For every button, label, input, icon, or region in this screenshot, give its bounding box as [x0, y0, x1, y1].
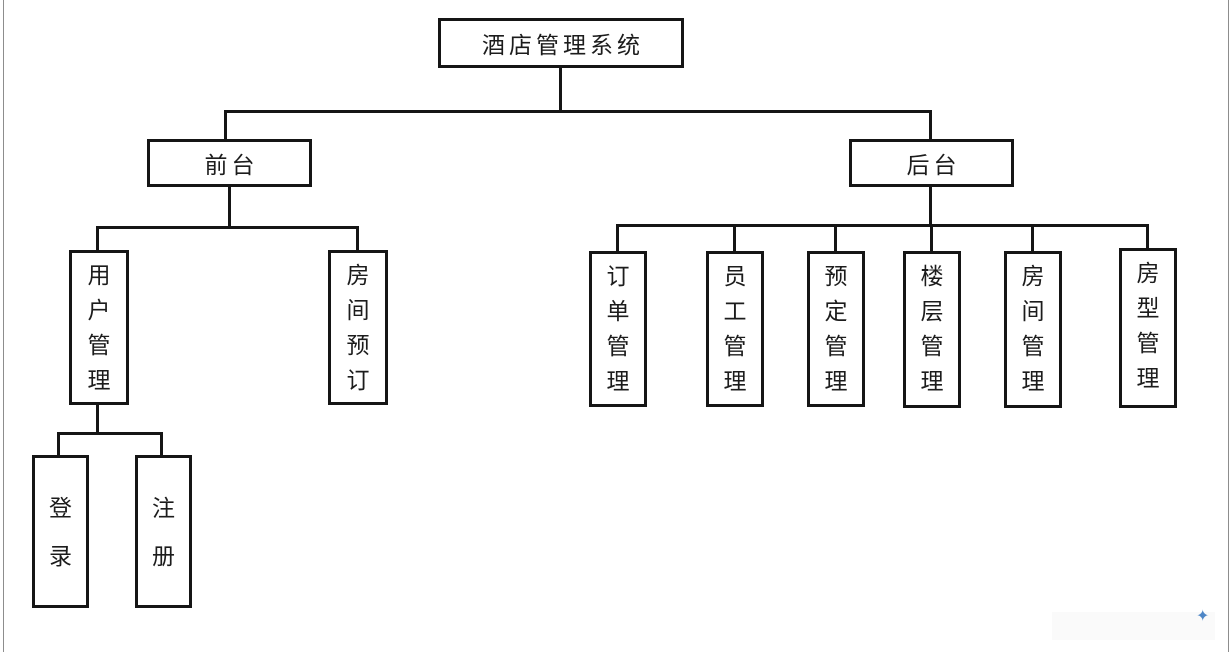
node-root-hotel-management-system: 酒店管理系统	[438, 18, 684, 68]
node-staff-management-label: 员工管理	[723, 263, 747, 394]
connector-user-mgmt-stem	[96, 404, 99, 435]
node-room-reservation: 房间预订	[328, 250, 388, 405]
node-login-label: 登录	[49, 494, 72, 569]
node-room-management-label: 房间管理	[1021, 263, 1045, 394]
connector-drop-order-mgmt	[616, 224, 619, 253]
connector-root-stem	[559, 68, 562, 113]
node-root-label: 酒店管理系统	[482, 32, 644, 58]
connector-drop-register	[160, 432, 163, 457]
node-user-management-label: 用户管理	[87, 262, 111, 393]
left-edge-line	[3, 0, 4, 652]
connector-drop-login	[57, 432, 60, 457]
connector-drop-floor-mgmt	[930, 224, 933, 253]
node-reservation-management-label: 预定管理	[824, 263, 848, 394]
connector-drop-staff-mgmt	[733, 224, 736, 253]
connector-drop-front	[224, 110, 227, 140]
connector-front-rail	[96, 226, 359, 229]
connector-back-stem	[929, 186, 932, 227]
node-login: 登录	[32, 455, 89, 608]
node-room-management: 房间管理	[1004, 251, 1062, 408]
node-back-office: 后台	[849, 139, 1014, 187]
connector-drop-room-booking	[356, 226, 359, 253]
node-reservation-management: 预定管理	[807, 251, 865, 407]
node-floor-management: 楼层管理	[903, 251, 961, 408]
node-register: 注册	[135, 455, 192, 608]
connector-drop-user-mgmt	[96, 226, 99, 253]
watermark-band	[1052, 612, 1215, 640]
node-register-label: 注册	[152, 494, 175, 569]
connector-back-rail	[616, 224, 1149, 227]
node-back-office-label: 后台	[906, 152, 961, 178]
sparkle-icon: ✦	[1196, 608, 1210, 625]
node-order-management: 订单管理	[589, 251, 647, 407]
connector-drop-back	[929, 110, 932, 140]
node-user-management: 用户管理	[69, 250, 129, 405]
node-front-desk-label: 前台	[204, 152, 259, 178]
connector-drop-room-mgmt	[1031, 224, 1034, 253]
right-edge-line	[1228, 0, 1229, 652]
node-order-management-label: 订单管理	[606, 263, 630, 394]
connector-level1-rail	[224, 110, 932, 113]
connector-front-stem	[228, 186, 231, 229]
node-staff-management: 员工管理	[706, 251, 764, 407]
node-room-reservation-label: 房间预订	[346, 262, 370, 393]
node-roomtype-management-label: 房型管理	[1136, 260, 1160, 391]
node-front-desk: 前台	[147, 139, 312, 187]
connector-drop-reserve-mgmt	[834, 224, 837, 253]
connector-drop-roomtype-mgmt	[1146, 224, 1149, 253]
node-floor-management-label: 楼层管理	[920, 263, 944, 394]
connector-user-mgmt-rail	[57, 432, 163, 435]
node-roomtype-management: 房型管理	[1119, 248, 1177, 408]
